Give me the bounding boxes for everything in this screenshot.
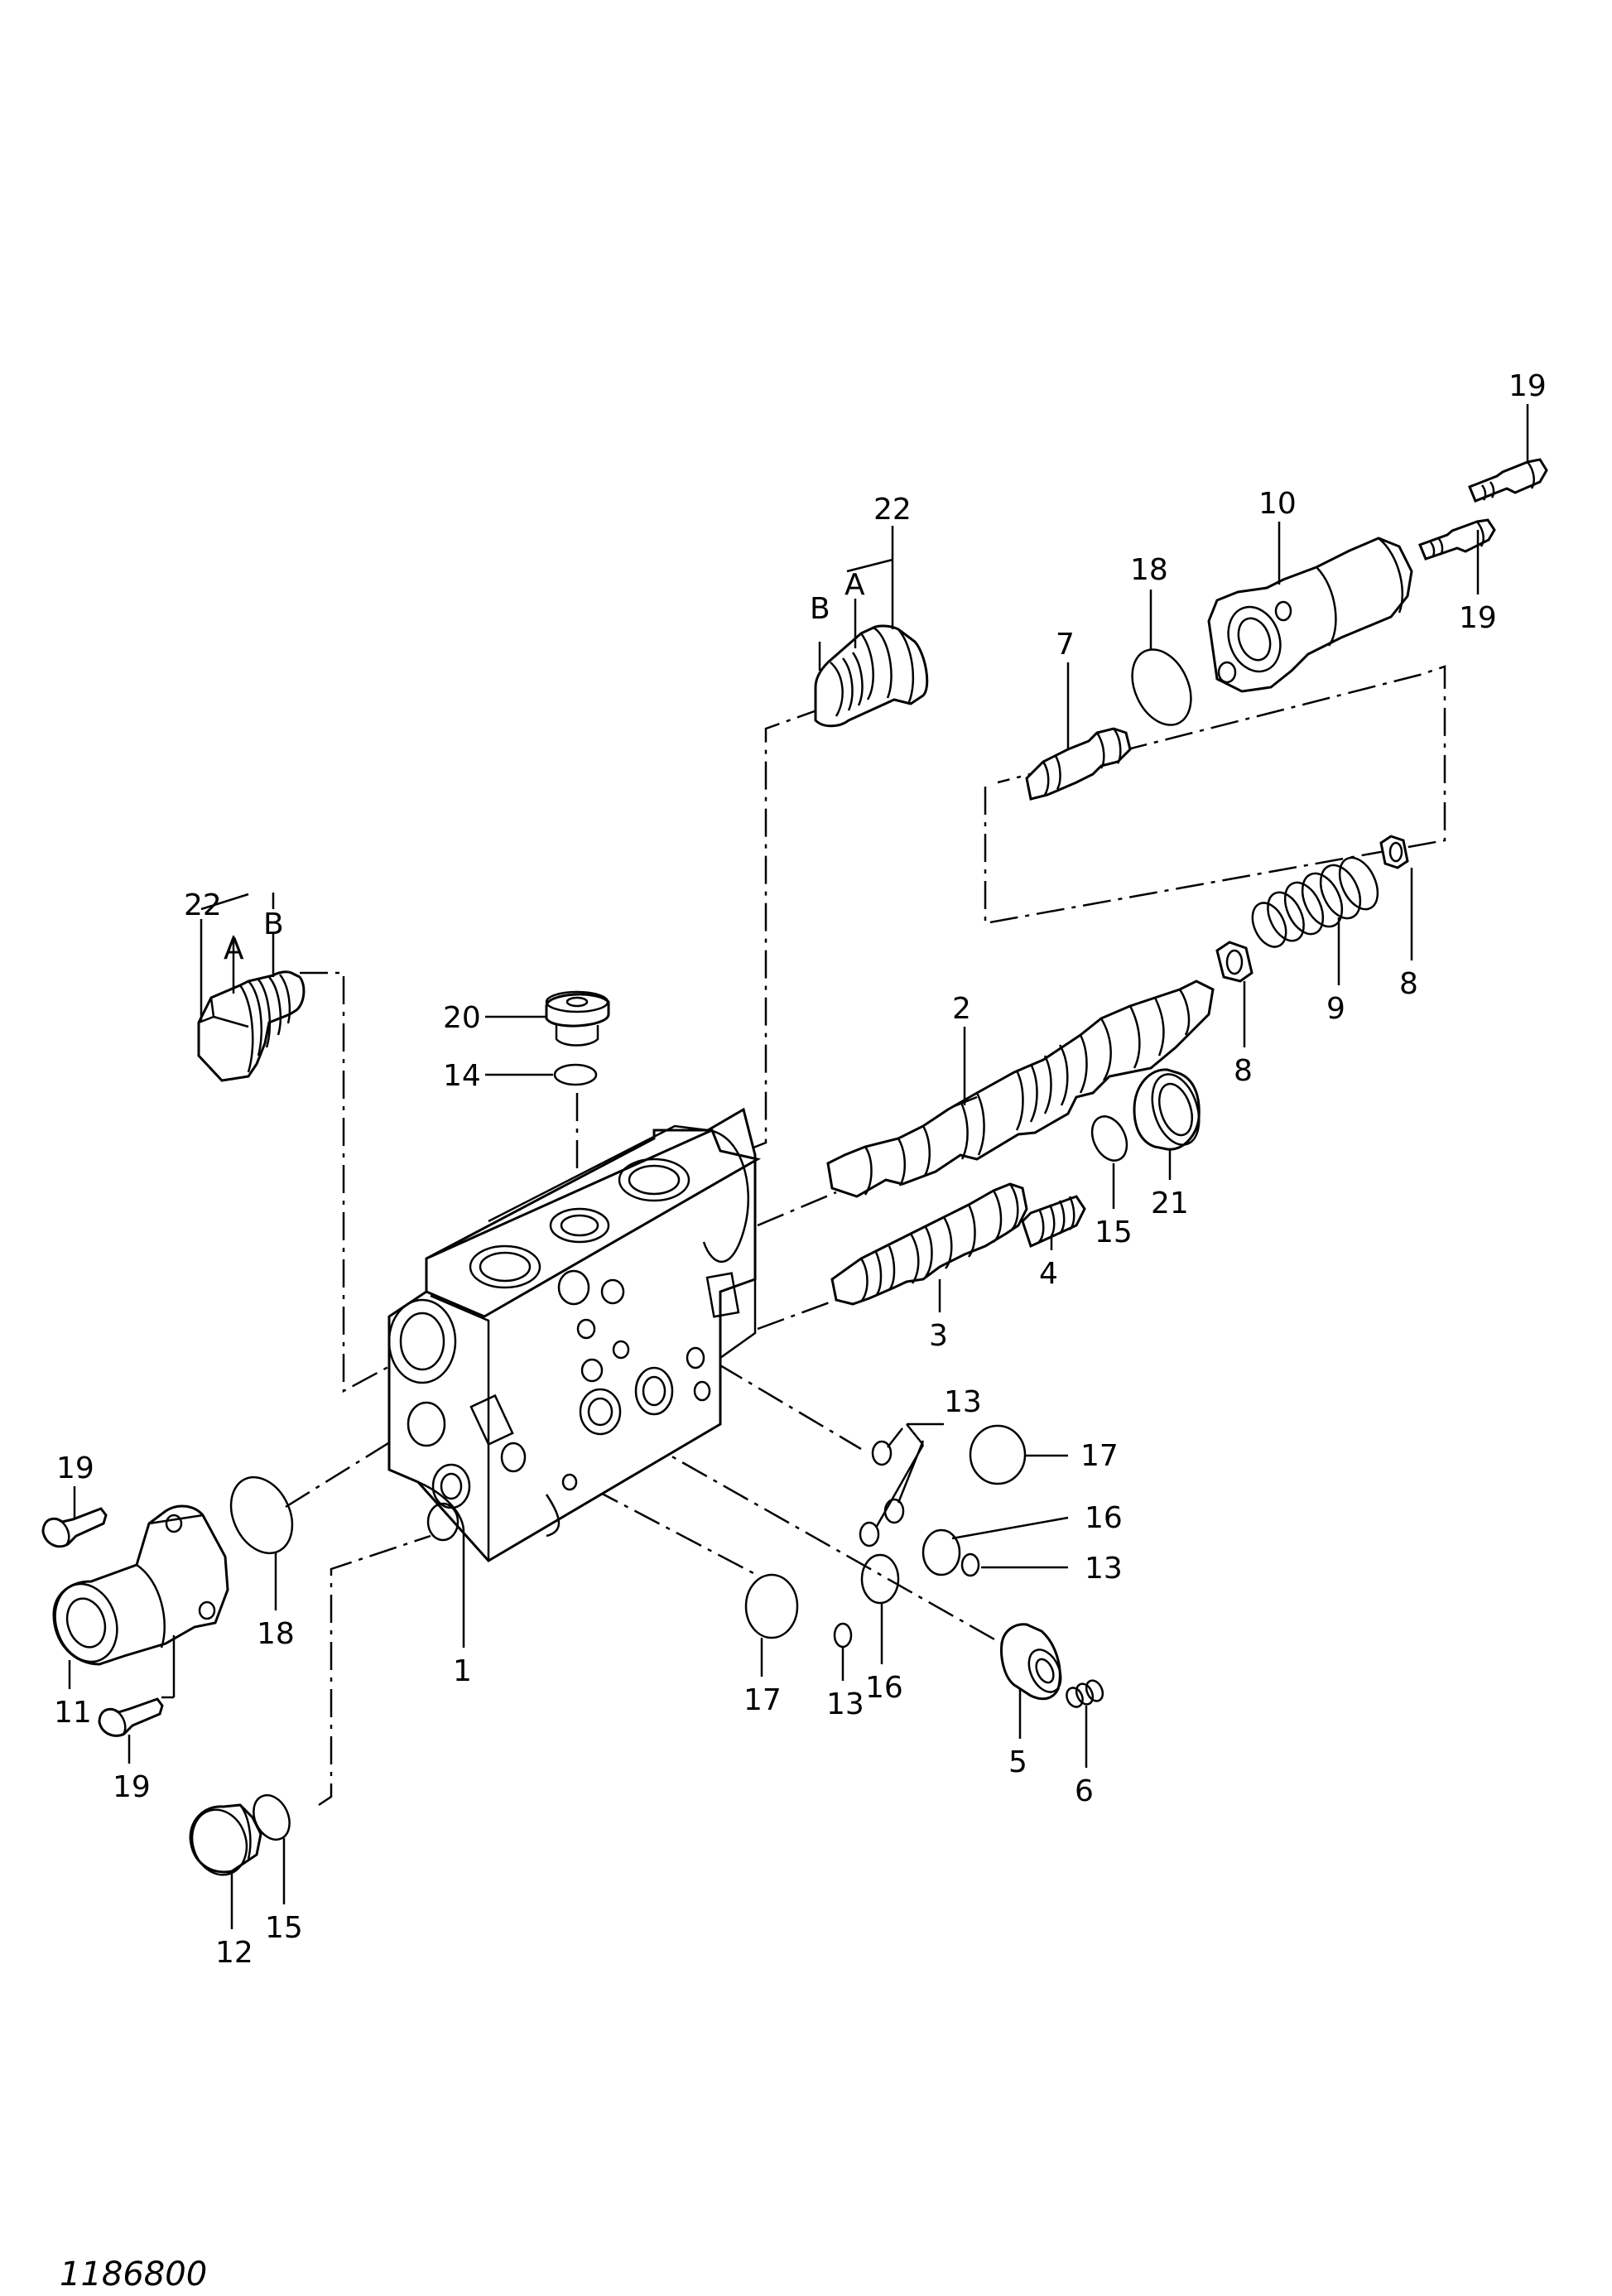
spring-seat-part-8-upper — [1379, 835, 1409, 869]
o-ring-part-18-upper — [1131, 648, 1192, 726]
o-ring-part-13-d — [960, 1552, 980, 1577]
callout-8-upper: 8 — [1399, 967, 1418, 1001]
callout-12: 12 — [215, 1936, 253, 1970]
o-ring-part-16-center — [860, 1553, 900, 1605]
plug-part-12 — [189, 1803, 262, 1876]
leader-lines — [68, 404, 1529, 1929]
callout-A-left: A — [224, 932, 244, 966]
bolt-part-19-second — [1418, 518, 1496, 561]
o-ring-part-13-c — [859, 1521, 880, 1548]
callout-2: 2 — [952, 992, 971, 1026]
assembly-line-spool — [757, 1191, 837, 1227]
o-ring-part-17-right — [969, 1424, 1027, 1485]
callout-13-upper: 13 — [944, 1385, 982, 1419]
callout-17-right: 17 — [1080, 1439, 1119, 1473]
callout-A-upper: A — [844, 568, 865, 602]
callout-7: 7 — [1056, 628, 1075, 662]
o-ring-part-14 — [553, 1063, 598, 1086]
callout-9: 9 — [1326, 992, 1345, 1026]
port-relief-valve-left — [197, 970, 306, 1082]
callout-labels: 1 2 3 4 5 6 7 8 8 9 10 11 12 13 13 13 14… — [54, 369, 1547, 1970]
callout-15-right: 15 — [1095, 1215, 1133, 1249]
o-ring-part-18-lower — [229, 1475, 294, 1555]
o-ring-part-13-e — [833, 1622, 853, 1649]
assembly-line-cap-left — [285, 1431, 407, 1509]
plug-part-21 — [1133, 1068, 1201, 1151]
assembly-line-port-relief-left — [300, 971, 398, 1393]
assembly-line-cap-right — [984, 665, 1446, 925]
drawing-reference-number: 1186800 — [60, 2255, 207, 2294]
bolt-part-19-top — [1468, 458, 1548, 503]
callout-16-center: 16 — [865, 1671, 903, 1705]
callout-21: 21 — [1151, 1187, 1189, 1220]
callout-6: 6 — [1075, 1774, 1094, 1808]
callout-19-top: 19 — [1509, 369, 1547, 403]
callout-B-upper: B — [810, 592, 830, 626]
callout-13-right: 13 — [1085, 1552, 1123, 1586]
o-ring-part-13-a — [871, 1440, 893, 1466]
callout-18-upper: 18 — [1130, 553, 1168, 587]
callout-1: 1 — [453, 1654, 472, 1688]
spool-part-2 — [826, 980, 1215, 1198]
assembly-line-plug-12 — [318, 1534, 431, 1807]
spring-seat-part-8-lower — [1215, 941, 1254, 983]
callout-19-left-lower: 19 — [113, 1770, 151, 1804]
callout-18-lower: 18 — [257, 1617, 295, 1651]
assembly-line-poppet — [757, 1298, 837, 1331]
spring-part-4 — [1021, 1195, 1086, 1249]
callout-5: 5 — [1008, 1745, 1027, 1779]
callout-3: 3 — [929, 1319, 948, 1353]
o-ring-part-13-b — [883, 1498, 905, 1524]
port-relief-valve-upper — [814, 624, 929, 728]
bolt-part-19-left-upper — [41, 1507, 108, 1548]
callout-19-second: 19 — [1459, 601, 1497, 635]
callout-19-left-upper: 19 — [56, 1451, 94, 1485]
valve-body — [387, 1107, 762, 1562]
callout-22-left: 22 — [184, 888, 222, 922]
callout-B-left: B — [263, 907, 284, 941]
callout-13-lower: 13 — [826, 1687, 864, 1721]
callout-22-upper: 22 — [873, 493, 912, 527]
assembly-line-port-relief-top — [744, 706, 825, 1153]
callout-17-center: 17 — [743, 1683, 782, 1717]
plug-part-5 — [1000, 1623, 1062, 1701]
cap-part-11 — [52, 1504, 229, 1666]
o-ring-part-15-right — [1090, 1115, 1128, 1162]
callout-20: 20 — [443, 1001, 481, 1035]
callout-4: 4 — [1039, 1257, 1058, 1291]
callout-11: 11 — [54, 1696, 92, 1730]
bolt-part-7 — [1025, 727, 1132, 801]
callout-14: 14 — [443, 1059, 481, 1093]
assembly-line-plug-5 — [599, 1414, 1003, 1645]
cap-part-10 — [1207, 537, 1413, 693]
callout-10: 10 — [1258, 487, 1297, 521]
o-ring-part-17-center — [744, 1573, 799, 1639]
plug-part-20 — [545, 990, 610, 1047]
callout-8-lower: 8 — [1234, 1054, 1253, 1088]
spring-part-9 — [1251, 856, 1379, 948]
spool-part-3 — [830, 1182, 1028, 1306]
o-ring-part-16-right — [921, 1528, 961, 1576]
bolt-part-19-left-lower — [98, 1697, 164, 1737]
callout-16-right: 16 — [1085, 1501, 1123, 1535]
spring-part-6 — [1066, 1679, 1104, 1708]
callout-15-lower: 15 — [265, 1911, 303, 1945]
